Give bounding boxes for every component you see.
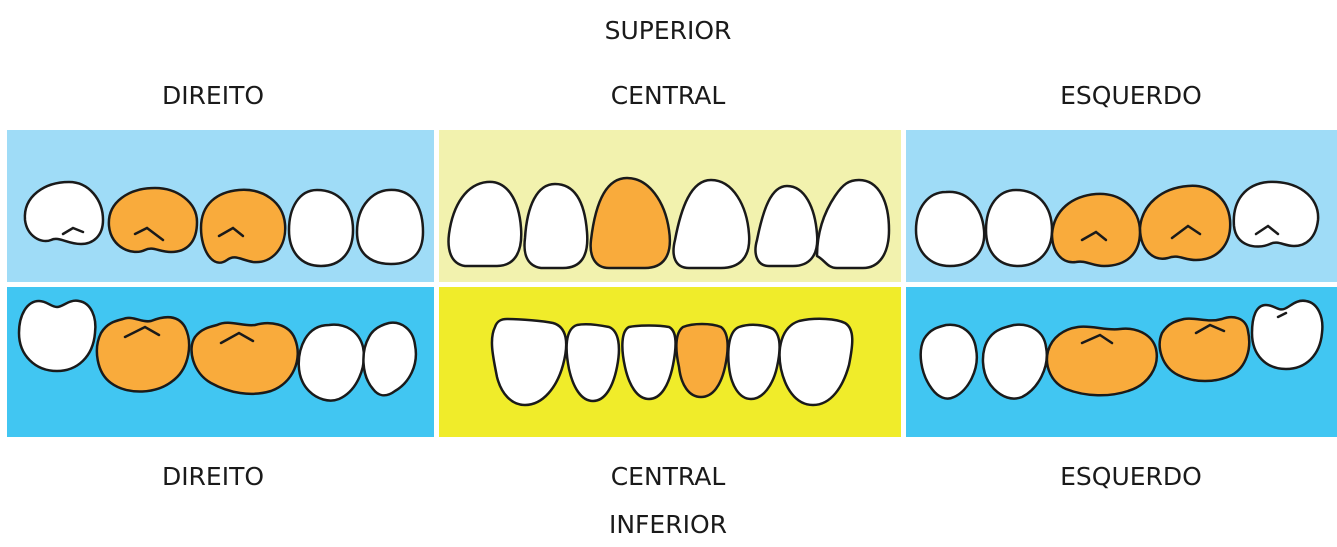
tooth-lc-2[interactable] xyxy=(565,322,621,403)
tooth-lc-5[interactable] xyxy=(727,323,781,401)
tooth-ul-1[interactable] xyxy=(914,190,986,268)
tooth-ul-4[interactable] xyxy=(1138,184,1232,262)
tooth-lr-5[interactable] xyxy=(362,321,418,397)
tooth-uc-1[interactable] xyxy=(447,180,523,268)
tooth-lr-3[interactable] xyxy=(190,321,299,395)
lower-central-label: CENTRAL xyxy=(610,462,726,491)
tooth-uc-3[interactable] xyxy=(589,176,672,270)
superior-label: SUPERIOR xyxy=(604,16,732,45)
tooth-ll-2[interactable] xyxy=(981,323,1049,400)
tooth-lc-6[interactable] xyxy=(778,317,854,407)
tooth-ll-4[interactable] xyxy=(1158,315,1251,383)
tooth-lc-4[interactable] xyxy=(675,322,729,399)
upper-right-arch xyxy=(23,180,425,268)
lower-central-arch xyxy=(490,317,854,407)
upper-central-arch xyxy=(447,176,891,270)
tooth-ul-5[interactable] xyxy=(1232,180,1320,248)
lower-left-panel xyxy=(906,287,1337,437)
tooth-ur-4[interactable] xyxy=(287,188,355,268)
tooth-ll-1[interactable] xyxy=(919,323,979,400)
tooth-lr-4[interactable] xyxy=(297,323,366,402)
tooth-uc-5[interactable] xyxy=(754,184,819,268)
upper-right-panel xyxy=(7,130,434,282)
upper-right-label: DIREITO xyxy=(161,81,265,110)
lower-central-panel xyxy=(439,287,901,437)
tooth-ll-5[interactable] xyxy=(1250,299,1324,371)
lower-left-arch xyxy=(919,299,1324,400)
upper-left-label: ESQUERDO xyxy=(1060,81,1202,110)
tooth-uc-2[interactable] xyxy=(523,182,589,270)
tooth-uc-4[interactable] xyxy=(672,178,751,270)
lower-right-label: DIREITO xyxy=(161,462,265,491)
upper-central-panel xyxy=(439,130,901,282)
tooth-ur-1[interactable] xyxy=(23,180,105,246)
upper-left-arch xyxy=(914,180,1320,268)
tooth-lr-1[interactable] xyxy=(17,299,97,373)
tooth-uc-6[interactable] xyxy=(815,178,891,270)
lower-left-label: ESQUERDO xyxy=(1060,462,1202,491)
tooth-lc-1[interactable] xyxy=(490,317,568,407)
tooth-ur-2[interactable] xyxy=(107,186,199,254)
inferior-label: INFERIOR xyxy=(608,510,728,539)
lower-right-arch xyxy=(17,299,418,402)
tooth-ul-3[interactable] xyxy=(1050,192,1142,268)
tooth-ul-2[interactable] xyxy=(984,188,1054,268)
tooth-lr-2[interactable] xyxy=(95,316,191,393)
lower-right-panel xyxy=(7,287,434,437)
tooth-ll-3[interactable] xyxy=(1045,325,1159,397)
tooth-ur-3[interactable] xyxy=(199,188,287,264)
tooth-lc-3[interactable] xyxy=(621,324,677,401)
upper-central-label: CENTRAL xyxy=(610,81,726,110)
tooth-ur-5[interactable] xyxy=(355,188,425,266)
upper-left-panel xyxy=(906,130,1337,282)
